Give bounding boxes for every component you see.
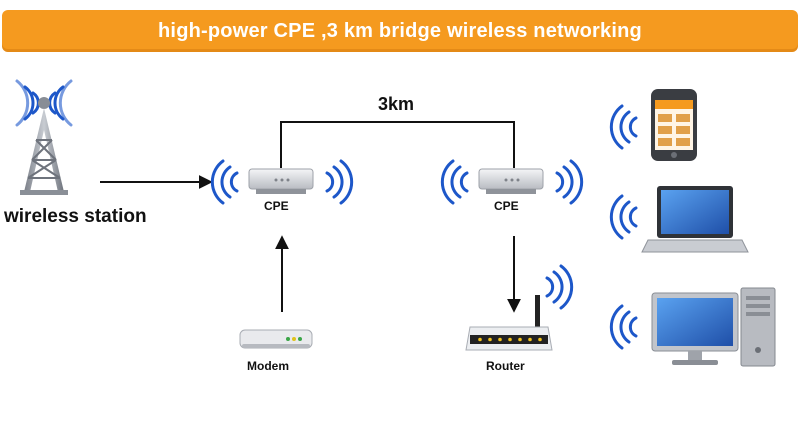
smartphone-icon [609, 89, 697, 161]
laptop-icon [609, 186, 749, 253]
modem-icon [239, 329, 313, 349]
router-icon [465, 264, 574, 351]
desktop-computer-icon [609, 287, 776, 367]
page-title: high-power CPE ,3 km bridge wireless net… [158, 19, 642, 42]
cpe-left-icon [210, 159, 354, 205]
router-label: Router [486, 359, 525, 373]
wireless-station-label: wireless station [4, 206, 147, 227]
title-banner: high-power CPE ,3 km bridge wireless net… [2, 10, 798, 52]
distance-label: 3km [378, 94, 415, 114]
cpe-right-label: CPE [494, 199, 519, 213]
wireless-station-tower-icon [15, 79, 73, 195]
bridge-link-line [280, 121, 515, 168]
modem-label: Modem [247, 359, 289, 373]
cpe-left-label: CPE [264, 199, 289, 213]
cpe-right-icon [440, 159, 584, 205]
